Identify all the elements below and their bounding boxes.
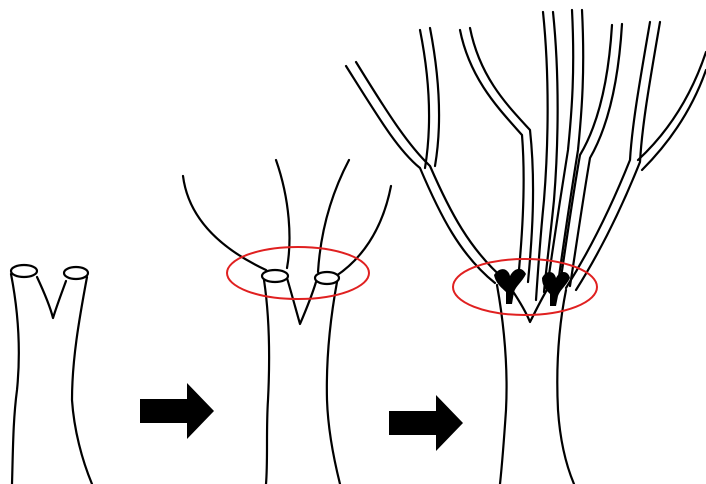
stage-2-cut-stub-left [262,270,288,282]
arrow-1 [140,383,214,439]
stage-2-highlight-ring [227,247,369,299]
stage-1-cut-stub-left [11,265,37,277]
stage-1-trunk-right [72,277,92,484]
stage-1-trunk-left [11,274,19,484]
stage-1-tree [11,265,92,484]
stage-3-trunk-right [557,290,574,484]
stage-2-shoot-3 [318,160,349,272]
stage-2-trunk-right [327,282,340,484]
stage-2-tree [183,160,391,484]
stage-3-branch-4 [548,10,573,282]
stage-3-branch-7 [638,52,706,160]
stage-3-branch-4-inner [558,10,583,284]
stage-3-branch-3 [536,12,548,300]
stage-1-fork [37,277,66,318]
stage-3-fork [512,288,548,322]
stage-3-branch-1-twig-inner [430,28,439,166]
stage-3-highlight-ring [453,259,597,315]
arrow-2 [389,395,463,451]
stage-3-branch-1 [346,66,495,283]
stage-3-branch-2 [460,30,524,280]
stage-2-cut-stub-right [315,272,339,284]
stage-2-shoot-2 [276,160,289,268]
stage-1-cut-stub-right [64,267,88,279]
stage-3-branch-1-twig [420,30,429,168]
stage-3-branch-1-inner [356,62,505,280]
stage-2-fork [287,278,316,324]
stage-3-branch-7-inner [642,70,706,170]
stage-2-trunk-left [264,280,269,484]
stage-2-shoot-1 [183,176,266,270]
